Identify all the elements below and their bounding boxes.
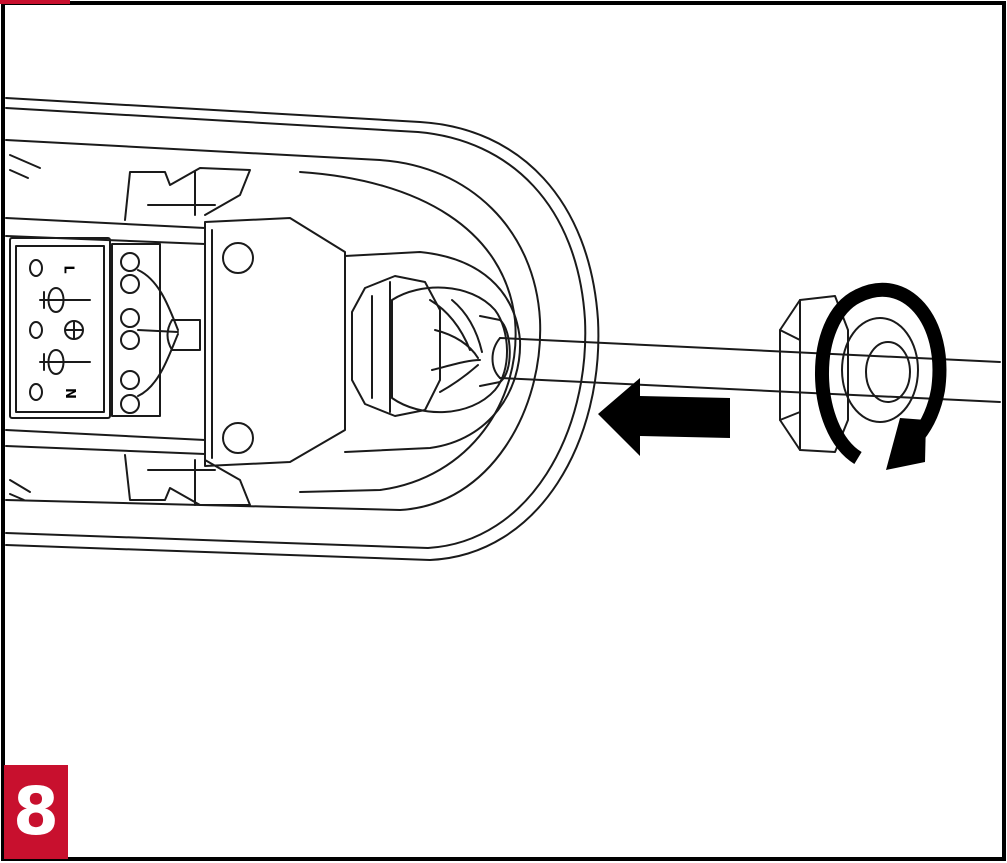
internal-wire-bundle [166, 319, 201, 351]
bracket-top [124, 167, 251, 221]
terminal-lever [39, 287, 91, 313]
tray-rail-bottom [5, 429, 206, 455]
end-cap-inner [299, 171, 517, 493]
loose-gland-ring [841, 317, 919, 423]
mounting-screw-hole [222, 242, 254, 274]
gland-nut-inner [371, 281, 391, 413]
bracket-top-inner [147, 171, 216, 216]
connector-port [120, 330, 140, 350]
end-cap-contour [5, 139, 542, 511]
step-number-badge: 8 [4, 765, 68, 859]
rotate-clockwise-icon [815, 282, 947, 470]
gland-collar [479, 315, 511, 387]
ground-icon-cross [65, 321, 83, 339]
gland-petal [429, 299, 483, 393]
tray-diagonal-bottom [9, 479, 31, 501]
corner-accent [0, 0, 70, 4]
loose-gland-bore [865, 341, 911, 403]
loose-gland-nut-edge [779, 299, 801, 451]
terminal-label-live: L [60, 265, 76, 274]
terminal-hole [29, 383, 43, 401]
terminal-label-neutral: N [61, 388, 77, 399]
cable [499, 337, 1001, 403]
terminal-hole [29, 321, 43, 339]
gland-base [344, 251, 522, 453]
connector-port [120, 308, 140, 328]
terminal-hole [29, 259, 43, 277]
tray-diagonal-top [9, 154, 41, 179]
connector-port [120, 370, 140, 390]
tray-rail-top [5, 217, 206, 245]
mounting-screw-hole [222, 422, 254, 454]
terminal-block [9, 237, 111, 419]
connector-port [120, 252, 140, 272]
cable-end [491, 337, 501, 379]
luminaire-housing-rim [5, 107, 587, 549]
connector-port [120, 394, 140, 414]
loose-gland-nut [779, 295, 849, 453]
gland-dome [391, 286, 508, 414]
connector-port [120, 274, 140, 294]
bracket-bottom [124, 454, 251, 506]
connector-block [111, 243, 161, 417]
luminaire-housing-outer [5, 97, 600, 561]
terminal-lever [39, 349, 91, 375]
mounting-plate [204, 217, 346, 467]
arrow-left-icon [598, 378, 730, 456]
terminal-block-face [15, 245, 105, 413]
bracket-bottom-inner [147, 459, 216, 506]
internal-wire [137, 269, 179, 397]
